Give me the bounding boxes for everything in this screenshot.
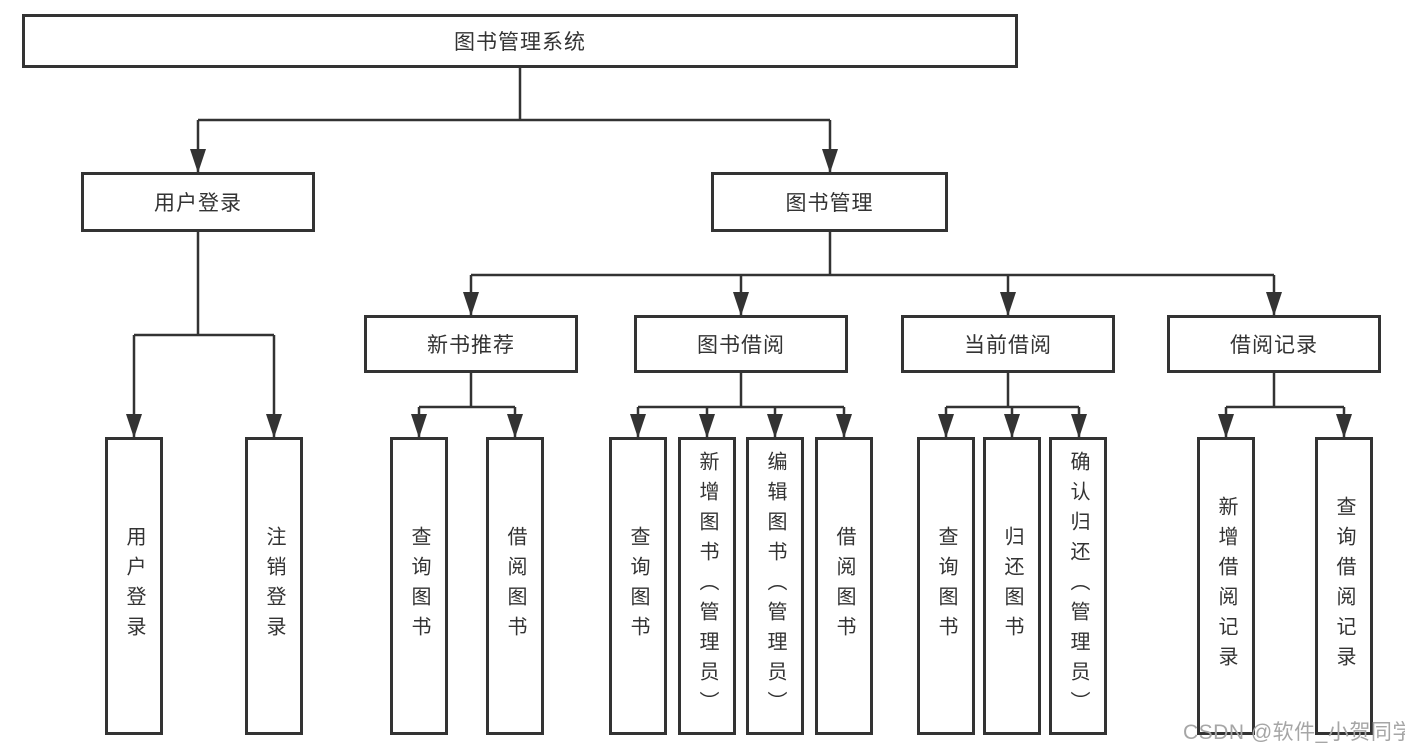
leaf-return-books: 归还图书 — [983, 437, 1041, 735]
node-label: 图书管理系统 — [454, 31, 586, 54]
leaf-label: 用户登录 — [123, 526, 145, 646]
node-label: 新书推荐 — [427, 334, 515, 357]
leaf-label: 新增图书（管理员） — [696, 451, 718, 721]
leaf-label: 新增借阅记录 — [1215, 496, 1237, 676]
node-label: 借阅记录 — [1230, 334, 1318, 357]
leaf-label: 编辑图书（管理员） — [764, 451, 786, 721]
node-current-borrow: 当前借阅 — [901, 315, 1115, 373]
leaf-query-borrow-record: 查询借阅记录 — [1315, 437, 1373, 735]
leaf-user-login: 用户登录 — [105, 437, 163, 735]
leaf-label: 查询图书 — [935, 526, 957, 646]
node-library-management-system: 图书管理系统 — [22, 14, 1018, 68]
leaf-label: 借阅图书 — [504, 526, 526, 646]
leaf-label: 查询图书 — [627, 526, 649, 646]
node-book-management: 图书管理 — [711, 172, 948, 232]
leaf-add-book-admin: 新增图书（管理员） — [678, 437, 736, 735]
leaf-query-books-recommend: 查询图书 — [390, 437, 448, 735]
leaf-label: 查询图书 — [408, 526, 430, 646]
node-label: 图书管理 — [785, 192, 874, 215]
leaf-confirm-return-admin: 确认归还（管理员） — [1049, 437, 1107, 735]
node-new-book-recommend: 新书推荐 — [364, 315, 578, 373]
node-label: 用户登录 — [154, 192, 242, 215]
leaf-query-books-borrow: 查询图书 — [609, 437, 667, 735]
leaf-query-books-current: 查询图书 — [917, 437, 975, 735]
node-label: 图书借阅 — [697, 334, 785, 357]
leaf-borrow-books: 借阅图书 — [815, 437, 873, 735]
leaf-add-borrow-record: 新增借阅记录 — [1197, 437, 1255, 735]
leaf-label: 确认归还（管理员） — [1067, 451, 1089, 721]
leaf-label: 注销登录 — [263, 526, 285, 646]
node-borrow-records: 借阅记录 — [1167, 315, 1381, 373]
leaf-logout: 注销登录 — [245, 437, 303, 735]
leaf-label: 借阅图书 — [833, 526, 855, 646]
leaf-label: 归还图书 — [1001, 526, 1023, 646]
leaf-borrow-books-recommend: 借阅图书 — [486, 437, 544, 735]
node-book-borrow: 图书借阅 — [634, 315, 848, 373]
leaf-label: 查询借阅记录 — [1333, 496, 1355, 676]
watermark: CSDN @软件_小贺同学 — [1183, 721, 1405, 744]
node-user-login: 用户登录 — [81, 172, 315, 232]
node-label: 当前借阅 — [964, 334, 1052, 357]
leaf-edit-book-admin: 编辑图书（管理员） — [746, 437, 804, 735]
